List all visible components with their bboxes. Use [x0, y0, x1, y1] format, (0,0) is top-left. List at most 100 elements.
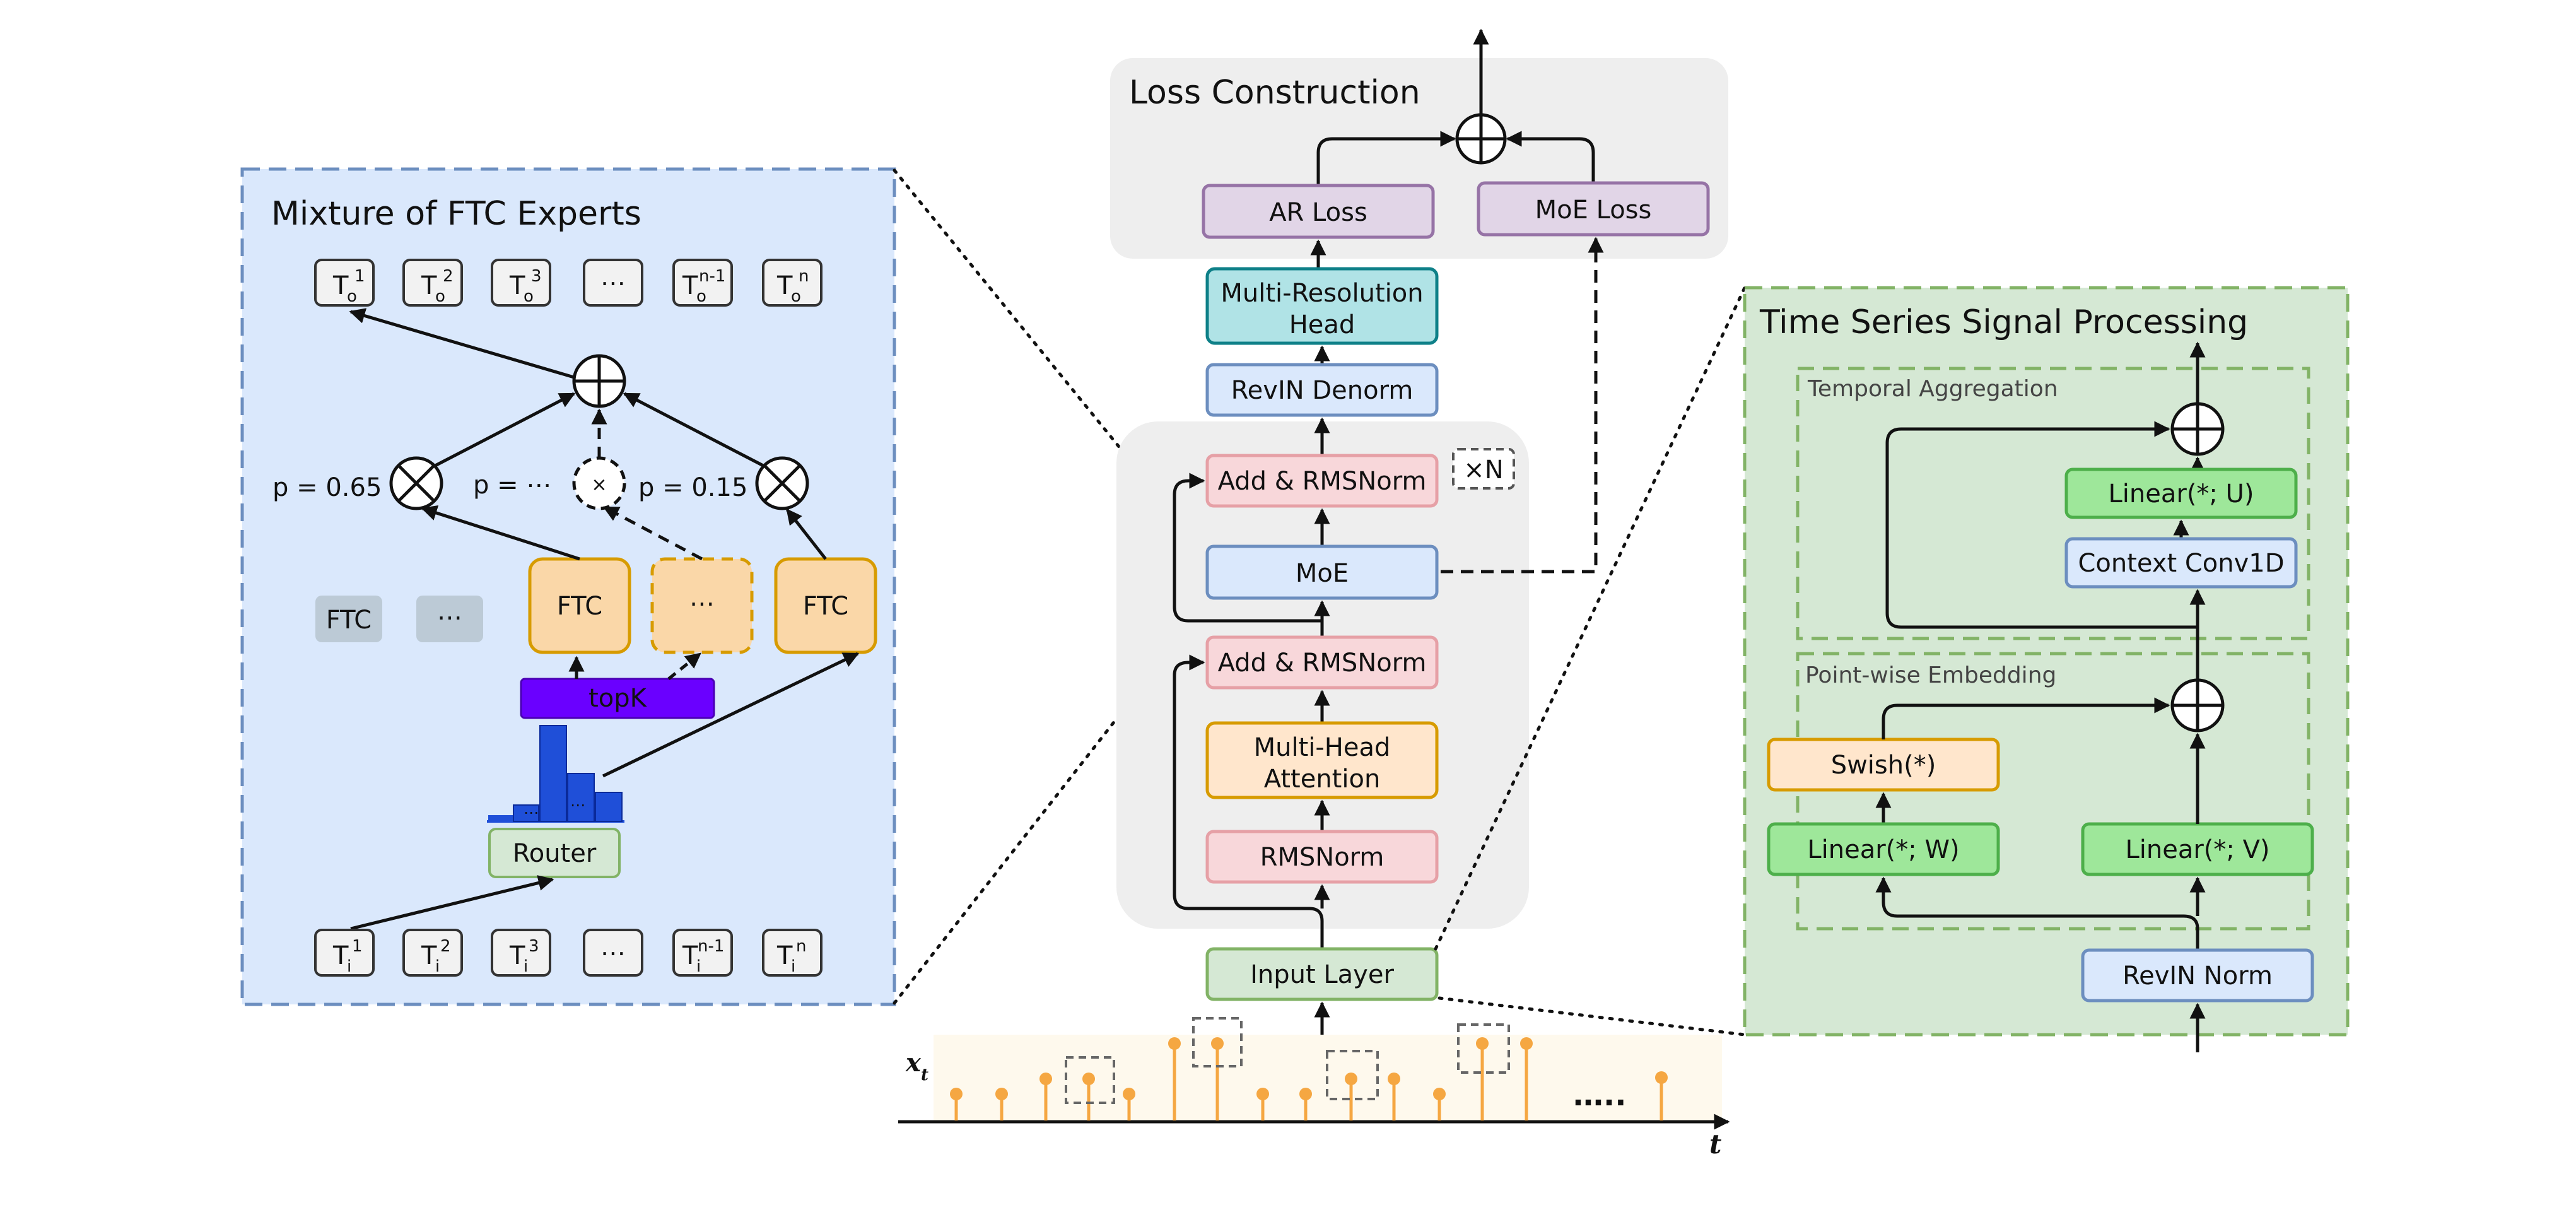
svg-text:⋯: ⋯	[600, 939, 626, 968]
sum-node-icon	[572, 354, 626, 408]
add-rmsnorm-top-box: Add & RMSNorm	[1205, 454, 1439, 508]
signal-point	[1168, 1037, 1181, 1050]
input-signal-plot: x t t …..	[898, 1017, 1730, 1160]
svg-text:n: n	[799, 267, 809, 286]
output-token: T o n-1	[672, 259, 733, 307]
add-rmsnorm-bottom-box: Add & RMSNorm	[1205, 635, 1439, 690]
expert-ellipsis: ⋯	[650, 557, 754, 654]
gate-prob-mid: p = ⋯	[473, 471, 551, 500]
signal-stems	[950, 1037, 1668, 1120]
svg-text:Head: Head	[1289, 310, 1355, 339]
ts-processing-panel: Time Series Signal Processing Temporal A…	[1743, 286, 2350, 1052]
signal-point	[1433, 1088, 1446, 1100]
svg-text:Linear(*; W): Linear(*; W)	[1807, 835, 1959, 864]
svg-text:T: T	[421, 271, 437, 300]
output-tokens-row: T o 1 T o 2 T o 3 ⋯ T	[314, 259, 823, 307]
signal-point	[1655, 1071, 1668, 1084]
svg-text:o: o	[435, 287, 445, 306]
svg-text:RevIN Norm: RevIN Norm	[2122, 961, 2273, 991]
rmsnorm-box: RMSNorm	[1205, 830, 1439, 884]
svg-text:n-1: n-1	[698, 937, 724, 956]
time-axis-label: t	[1709, 1129, 1721, 1160]
temporal-sum-node-icon	[2170, 402, 2225, 456]
signal-point	[1388, 1073, 1400, 1085]
output-token: T o 3	[491, 259, 551, 307]
swish-box: Swish(*)	[1767, 738, 2000, 792]
svg-text:Multi-Head: Multi-Head	[1254, 733, 1391, 762]
temporal-aggregation-group	[1796, 367, 2310, 640]
gate-prob-left: p = 0.65	[272, 473, 382, 502]
input-token: T i n-1	[672, 929, 733, 977]
svg-text:1: 1	[352, 937, 363, 956]
svg-text:o: o	[791, 287, 801, 306]
signal-point	[1256, 1088, 1269, 1100]
signal-point	[1211, 1037, 1224, 1050]
pointwise-embedding-group	[1796, 652, 2310, 931]
svg-text:Router: Router	[513, 839, 597, 868]
input-token: T i 3	[491, 929, 551, 977]
svg-text:⋯: ⋯	[600, 269, 626, 298]
output-token: T o 1	[314, 259, 375, 307]
svg-text:n-1: n-1	[699, 267, 725, 286]
svg-text:T: T	[509, 941, 525, 970]
svg-text:⋯: ⋯	[437, 603, 462, 632]
svg-text:Input Layer: Input Layer	[1250, 960, 1394, 989]
loss-sum-node-icon	[1455, 113, 1507, 165]
moe-loss-box: MoE Loss	[1477, 181, 1710, 237]
svg-text:t: t	[921, 1066, 928, 1085]
router-box: Router	[488, 828, 621, 878]
multiply-node-left-icon	[389, 456, 443, 510]
signal-x-label: x	[905, 1048, 922, 1078]
input-token: T i 2	[402, 929, 463, 977]
signal-point	[1299, 1088, 1312, 1100]
expert-ftc-left: FTC	[528, 557, 631, 654]
svg-text:T: T	[332, 941, 349, 970]
signal-point	[950, 1088, 963, 1100]
output-token: T o n	[762, 259, 823, 307]
svg-text:2: 2	[440, 937, 451, 956]
ar-loss-box: AR Loss	[1202, 184, 1435, 239]
inactive-expert-ellipsis: ⋯	[416, 596, 483, 642]
svg-text:i: i	[435, 957, 440, 976]
svg-text:Context Conv1D: Context Conv1D	[2078, 549, 2284, 578]
svg-text:Linear(*; V): Linear(*; V)	[2125, 835, 2269, 864]
svg-text:2: 2	[443, 267, 454, 286]
svg-text:×N: ×N	[1463, 456, 1503, 485]
moe-box: MoE	[1205, 544, 1439, 600]
inactive-expert-ftc: FTC	[315, 596, 382, 642]
svg-text:Linear(*; U): Linear(*; U)	[2109, 479, 2254, 509]
svg-text:T: T	[682, 941, 698, 970]
svg-text:⋯: ⋯	[524, 804, 539, 821]
svg-text:T: T	[776, 941, 793, 970]
signal-point	[1476, 1037, 1489, 1050]
loss-panel-title: Loss Construction	[1129, 74, 1420, 112]
svg-text:i: i	[696, 957, 701, 976]
signal-point	[1039, 1073, 1052, 1085]
pointwise-sum-node-icon	[2170, 678, 2225, 732]
input-layer-box: Input Layer	[1205, 947, 1439, 1001]
signal-point	[995, 1088, 1008, 1100]
svg-text:MoE: MoE	[1296, 559, 1349, 588]
svg-text:T: T	[421, 941, 437, 970]
svg-text:i: i	[347, 957, 351, 976]
multiply-node-right-icon	[755, 456, 809, 510]
signal-ellipsis: …..	[1573, 1078, 1626, 1113]
svg-text:o: o	[347, 287, 357, 306]
svg-text:3: 3	[531, 267, 542, 286]
svg-text:Swish(*): Swish(*)	[1831, 751, 1936, 780]
svg-text:1: 1	[354, 267, 365, 286]
svg-text:FTC: FTC	[557, 592, 602, 621]
svg-text:AR Loss: AR Loss	[1269, 198, 1367, 227]
svg-text:Add & RMSNorm: Add & RMSNorm	[1218, 467, 1427, 496]
output-token-ellipsis: ⋯	[583, 259, 643, 307]
svg-text:FTC: FTC	[326, 606, 372, 635]
svg-text:topK: topK	[588, 684, 648, 713]
pointwise-embedding-title: Point-wise Embedding	[1805, 662, 2056, 688]
svg-text:n: n	[796, 937, 806, 956]
input-token-ellipsis: ⋯	[583, 929, 643, 977]
signal-point	[1345, 1073, 1357, 1085]
center-architecture: Loss Construction AR Loss MoE Loss Multi…	[898, 28, 1730, 1160]
topk-bar: topK	[520, 678, 715, 719]
input-token: T i n	[762, 929, 823, 977]
